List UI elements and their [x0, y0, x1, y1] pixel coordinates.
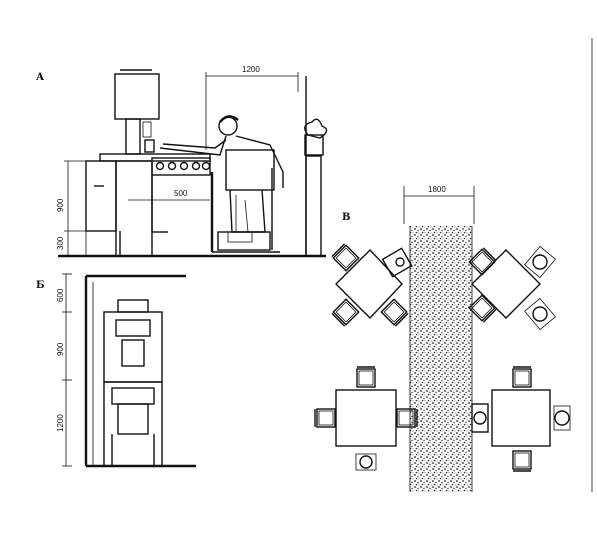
dispenser-column — [125, 118, 141, 155]
upper-cabinet — [114, 73, 160, 120]
panel-a-label: А — [36, 72, 45, 83]
diamond-table-right — [468, 245, 556, 331]
dim-600: 600 — [56, 288, 65, 302]
square-table-right — [471, 366, 571, 472]
panel-v-label: В — [342, 212, 350, 223]
panel-a: А — [36, 65, 328, 258]
wheelchair-user — [159, 115, 284, 253]
panel-b: Б 600 900 1200 — [36, 273, 196, 468]
counter-body — [85, 160, 117, 232]
plant — [304, 118, 328, 139]
hatched-cabinet — [103, 311, 163, 383]
panel-v: В 1800 — [314, 185, 571, 492]
plant-pot — [304, 134, 324, 156]
dim-900: 900 — [56, 198, 65, 212]
aisle — [410, 226, 472, 492]
counter-cabinet — [115, 160, 153, 257]
dim-1200: 1200 — [242, 65, 260, 74]
dim-500: 500 — [174, 189, 188, 198]
square-table-left — [314, 366, 418, 471]
dim-900-b: 900 — [56, 342, 65, 356]
panel-b-label: Б — [36, 280, 45, 291]
dim-300: 300 — [56, 236, 65, 250]
side-table — [305, 155, 322, 257]
diamond-table-left — [331, 243, 413, 327]
dim-1200-b: 1200 — [56, 414, 65, 432]
dim-1800: 1800 — [428, 185, 446, 194]
